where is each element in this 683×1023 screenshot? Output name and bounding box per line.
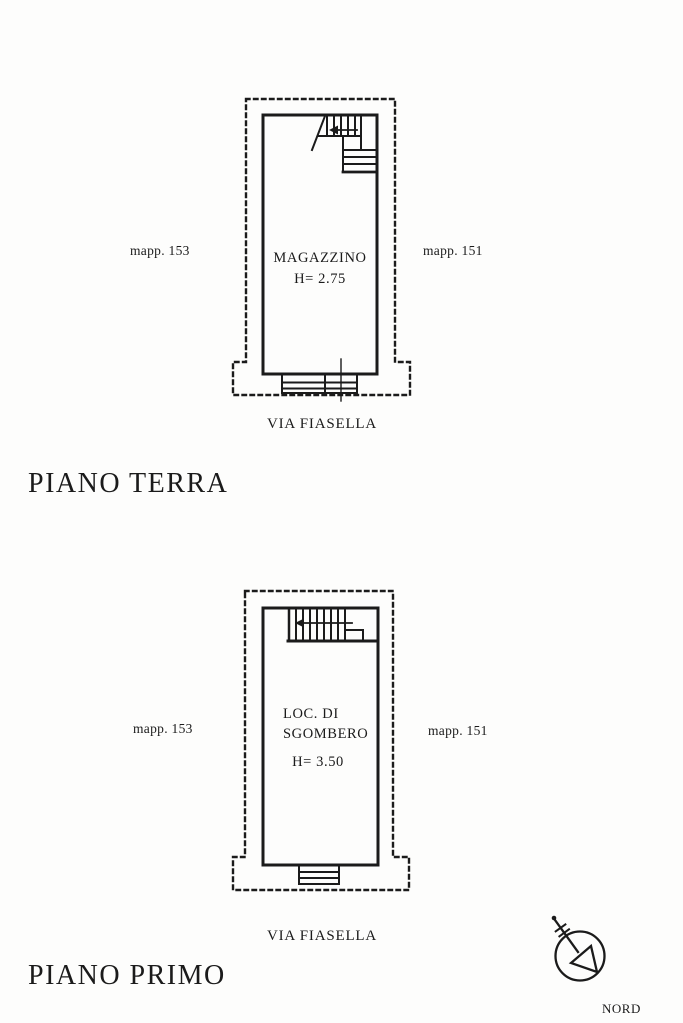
entrance-steps (298, 865, 340, 885)
room-height-primo: H= 3.50 (292, 754, 344, 770)
piano-terra-plan (231, 97, 412, 402)
needle-feather (554, 923, 567, 933)
needle-feather (558, 927, 571, 938)
parcel-left-label-primo: mapp. 153 (133, 721, 193, 736)
boundary-dashed (231, 97, 412, 397)
boundary-dashed (231, 589, 411, 892)
staircase (310, 114, 379, 174)
room-height-terra: H= 2.75 (294, 271, 346, 287)
north-label: NORD (602, 1001, 641, 1016)
floor-title-terra: PIANO TERRA (28, 468, 229, 499)
street-label-primo: VIA FIASELLA (266, 928, 377, 944)
entrance-steps (281, 358, 358, 402)
room-name-terra: MAGAZZINO (273, 250, 367, 266)
stair-arrow-head (295, 618, 304, 628)
north-compass (551, 915, 606, 982)
room-name-line1-primo: LOC. DI (283, 706, 339, 722)
needle-tip (551, 915, 557, 921)
parcel-right-label-terra: mapp. 151 (423, 243, 483, 258)
street-label-terra: VIA FIASELLA (266, 416, 377, 432)
stair-arrow-head (329, 125, 338, 135)
piano-primo-plan (231, 589, 411, 892)
floor-title-primo: PIANO PRIMO (28, 960, 226, 991)
compass-needle (553, 918, 580, 954)
room-walls (261, 606, 380, 867)
staircase (286, 607, 380, 643)
compass-pointer-triangle (568, 943, 599, 974)
parcel-left-label-terra: mapp. 153 (130, 243, 190, 258)
compass-circle (554, 930, 606, 982)
room-name-line2-primo: SGOMBERO (283, 726, 369, 742)
parcel-right-label-primo: mapp. 151 (428, 723, 488, 738)
stair-cut-line (310, 114, 327, 152)
room-walls (261, 113, 379, 376)
